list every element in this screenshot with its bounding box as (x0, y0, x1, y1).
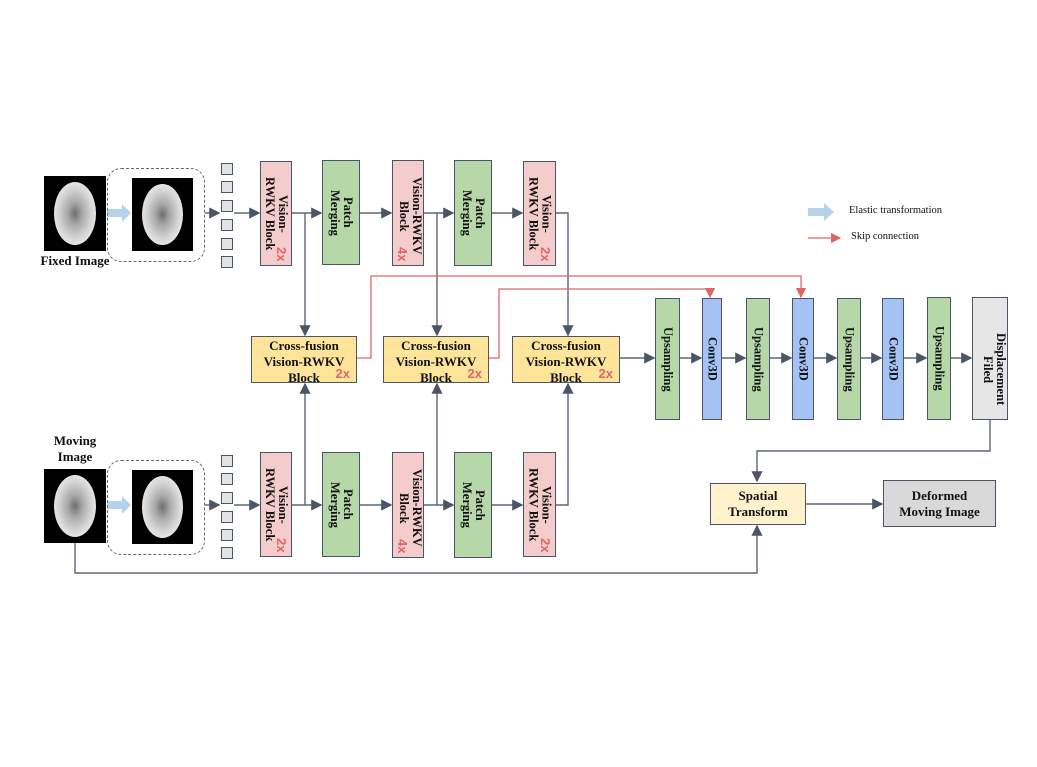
spatial-transform: Spatial Transform (710, 483, 806, 525)
moving-patch-merging-1: Patch Merging (322, 452, 360, 557)
fixed-image (44, 176, 106, 251)
repeat-label: 2x (538, 537, 553, 552)
repeat-label: 2x (538, 246, 553, 261)
block-label: Vision- RWKV Block (526, 176, 554, 251)
block-label: Conv3D (705, 337, 720, 381)
block-label: Spatial Transform (728, 488, 788, 519)
block-label: Upsampling (751, 326, 766, 392)
block-label: Patch Merging (328, 189, 355, 236)
token (221, 473, 233, 485)
moving-image (44, 469, 106, 543)
arrow (74, 524, 763, 574)
block-label: Vision- RWKV Block (526, 467, 554, 542)
token (221, 511, 233, 523)
upsampling-4: Upsampling (927, 297, 951, 420)
augmented-fixed-image (132, 178, 193, 251)
fixed-image-label: Fixed Image (40, 253, 110, 268)
block-label: Displacement Filed (981, 333, 1008, 406)
legend-elastic-arrow (808, 203, 834, 221)
moving-patch-merging-2: Patch Merging (454, 452, 492, 558)
augmented-moving-group (107, 460, 205, 555)
upsampling-3: Upsampling (837, 298, 861, 420)
block-label: Upsampling (932, 326, 947, 391)
repeat-label: 2x (467, 366, 482, 381)
skip-connection (357, 275, 807, 359)
legend-elastic-label: Elastic transformation (849, 205, 943, 216)
token (221, 163, 233, 175)
arrow (556, 212, 574, 337)
repeat-label: 4x (395, 246, 410, 261)
repeat-label: 4x (395, 538, 410, 553)
repeat-label: 2x (274, 246, 289, 261)
token (221, 238, 233, 250)
upsampling-1: Upsampling (655, 298, 680, 420)
skip-connection (489, 287, 716, 359)
repeat-label: 2x (598, 366, 613, 381)
block-label: Cross-fusion Vision-RWKV Block (263, 338, 345, 385)
block-label: Upsampling (661, 326, 675, 392)
arrow (556, 382, 574, 506)
block-label: Patch Merging (328, 481, 355, 528)
displacement-field: Displacement Filed (972, 297, 1008, 420)
elastic-arrow (107, 496, 131, 514)
token (221, 219, 233, 231)
block-label: Cross-fusion Vision-RWKV Block (525, 338, 607, 385)
augmented-fixed-group (107, 168, 205, 262)
token (221, 455, 233, 467)
block-label: Vision-RWKV Block (397, 177, 424, 255)
fixed-patch-merging-2: Patch Merging (454, 160, 492, 266)
arrow (751, 420, 991, 483)
block-label: Vision-RWKV Block (397, 469, 424, 547)
upsampling-2: Upsampling (746, 298, 770, 420)
conv3d-2: Conv3D (792, 298, 814, 420)
augmented-moving-image (132, 470, 193, 544)
token (221, 200, 233, 212)
block-label: Conv3D (796, 337, 811, 381)
token (221, 529, 233, 541)
block-label: Deformed Moving Image (899, 487, 980, 519)
conv3d-3: Conv3D (882, 298, 904, 420)
moving-image-label: Moving Image (53, 433, 97, 464)
elastic-arrow (107, 204, 131, 222)
token (221, 181, 233, 193)
token (221, 547, 233, 559)
block-label: Vision- RWKV Block (263, 467, 290, 542)
token (221, 256, 233, 268)
block-label: Patch Merging (460, 190, 487, 236)
conv3d-1: Conv3D (702, 298, 722, 420)
token (221, 492, 233, 504)
legend-skip-label: Skip connection (851, 231, 919, 242)
block-label: Cross-fusion Vision-RWKV Block (395, 338, 477, 385)
block-label: Upsampling (842, 326, 857, 392)
block-label: Vision- RWKV Block (263, 176, 290, 251)
repeat-label: 2x (335, 366, 350, 381)
fixed-patch-merging-1: Patch Merging (322, 160, 360, 265)
block-label: Conv3D (886, 337, 901, 381)
deformed-moving-image: Deformed Moving Image (883, 480, 996, 527)
repeat-label: 2x (274, 537, 289, 552)
block-label: Patch Merging (460, 482, 487, 528)
